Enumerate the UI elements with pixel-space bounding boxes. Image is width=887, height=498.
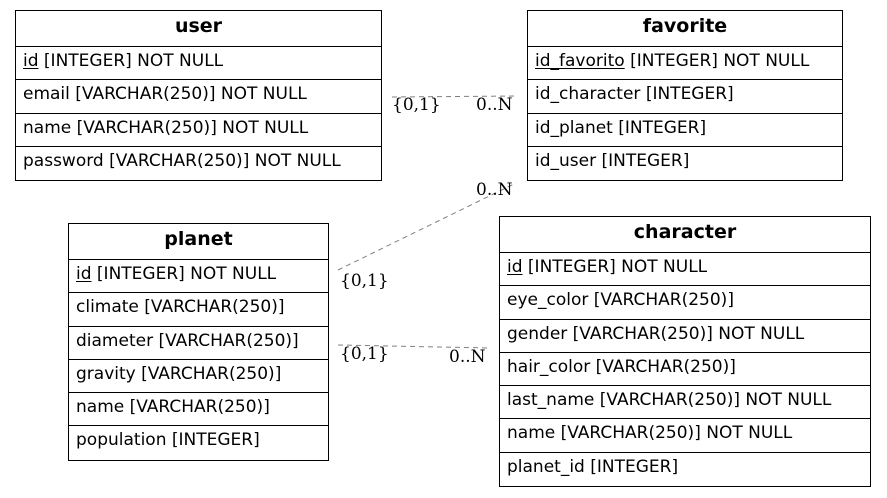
field-row: planet_id [INTEGER] (507, 456, 679, 477)
field-row: id_favorito [INTEGER] NOT NULL (528, 47, 842, 81)
entity-character[interactable]: character id [INTEGER] NOT NULL eye_colo… (499, 216, 871, 487)
field-row: id [INTEGER] NOT NULL (500, 253, 870, 287)
entity-title: favorite (528, 11, 842, 47)
cardinality-label: 0..N (449, 347, 486, 367)
cardinality-label: 0..N (476, 180, 513, 200)
field-row: population [INTEGER] (76, 430, 260, 451)
field-row: id_planet [INTEGER] (528, 114, 842, 147)
field-row: password [VARCHAR(250)] NOT NULL (23, 150, 341, 171)
relation-user-favorite-line (391, 95, 519, 98)
field-row: gravity [VARCHAR(250)] (69, 360, 328, 394)
field-row: eye_color [VARCHAR(250)] (500, 286, 870, 320)
cardinality-label: {0,1} (392, 95, 441, 115)
field-row: hair_color [VARCHAR(250)] (500, 353, 870, 387)
relation-planet-character-line (337, 344, 491, 349)
cardinality-label: 0..N (476, 95, 513, 115)
entity-planet[interactable]: planet id [INTEGER] NOT NULL climate [VA… (68, 223, 329, 461)
field-row: id [INTEGER] NOT NULL (69, 260, 328, 294)
entity-user[interactable]: user id [INTEGER] NOT NULL email [VARCHA… (15, 10, 382, 181)
field-row: diameter [VARCHAR(250)] (69, 327, 328, 360)
relation-planet-favorite-line (337, 182, 517, 271)
primary-key-name: id (76, 264, 92, 284)
field-row: name [VARCHAR(250)] NOT NULL (16, 114, 381, 147)
field-row: name [VARCHAR(250)] (69, 393, 328, 427)
field-row: gender [VARCHAR(250)] NOT NULL (500, 320, 870, 353)
primary-key-name: id (507, 257, 523, 277)
primary-key-name: id_favorito (535, 51, 625, 71)
entity-title: planet (69, 224, 328, 260)
field-row: last_name [VARCHAR(250)] NOT NULL (500, 386, 870, 420)
field-row: id [INTEGER] NOT NULL (16, 47, 381, 81)
cardinality-label: {0,1} (340, 271, 389, 291)
primary-key-name: id (23, 51, 39, 71)
entity-title: character (500, 217, 870, 253)
field-row: climate [VARCHAR(250)] (69, 293, 328, 327)
entity-title: user (16, 11, 381, 47)
field-row: name [VARCHAR(250)] NOT NULL (500, 419, 870, 453)
field-row: email [VARCHAR(250)] NOT NULL (16, 80, 381, 114)
field-row: id_character [INTEGER] (528, 80, 842, 114)
cardinality-label: {0,1} (340, 344, 389, 364)
entity-favorite[interactable]: favorite id_favorito [INTEGER] NOT NULL … (527, 10, 843, 181)
field-row: id_user [INTEGER] (535, 150, 690, 171)
